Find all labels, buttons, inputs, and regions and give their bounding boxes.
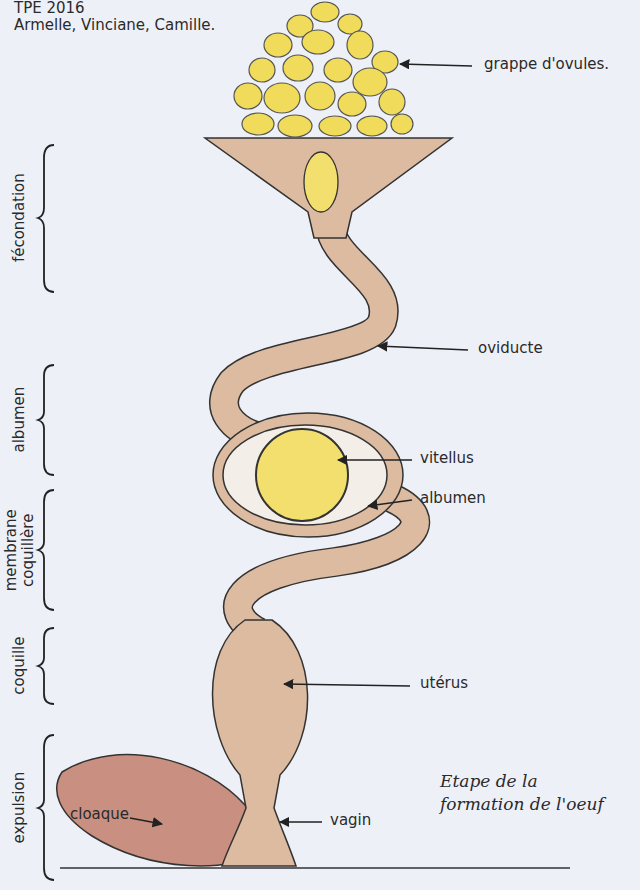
infundibulum — [205, 138, 452, 238]
stage-label: expulsion — [11, 738, 28, 878]
part-label: cloaque — [70, 806, 129, 823]
stage-label: albumen — [11, 365, 28, 475]
author-names: Armelle, Vinciane, Camille. — [14, 17, 215, 34]
project-tag: TPE 2016 — [14, 0, 85, 17]
brackets — [38, 145, 54, 880]
vitellus-shape — [256, 429, 348, 521]
base-line — [60, 867, 570, 869]
uterus-shape — [213, 620, 308, 866]
stage-label: coquille — [11, 621, 28, 711]
ovum — [304, 152, 338, 212]
albumen-shape — [223, 425, 387, 525]
oviduct-bulge — [213, 413, 403, 537]
part-label: albumen — [420, 490, 486, 507]
ovule-cluster — [234, 2, 413, 137]
leader-lines — [130, 64, 472, 824]
stage-label: membrane coquillère — [3, 494, 38, 606]
stage-label: fécondation — [11, 148, 28, 288]
part-label: utérus — [420, 675, 468, 692]
part-label: grappe d'ovules. — [484, 56, 609, 73]
part-label: vagin — [330, 812, 371, 829]
part-label: vitellus — [420, 450, 474, 467]
part-label: oviducte — [478, 340, 543, 357]
caption: Etape de la formation de l'oeuf — [440, 770, 615, 816]
